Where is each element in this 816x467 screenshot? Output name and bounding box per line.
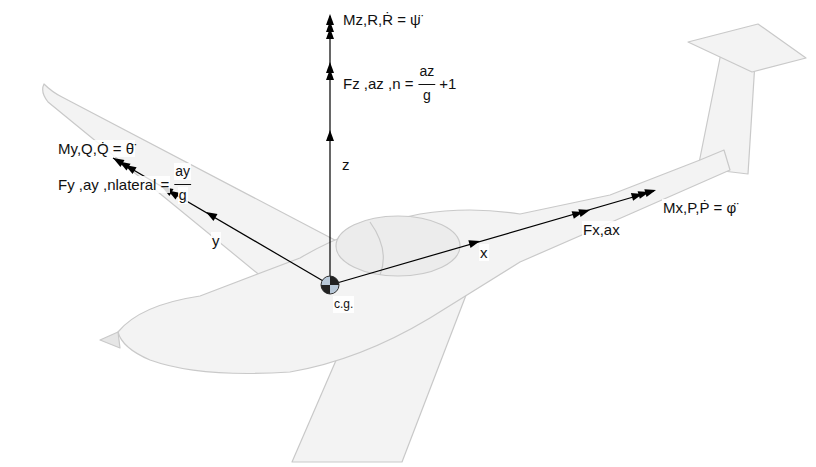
arrow-head bbox=[326, 69, 334, 80]
fraction-bar bbox=[174, 184, 191, 185]
cg-symbol bbox=[321, 276, 339, 294]
moment-label: Mz,R,Ṙ = ψ̈ bbox=[342, 11, 422, 28]
canopy-frame bbox=[370, 222, 383, 275]
far-wing bbox=[43, 84, 350, 282]
arrow-head bbox=[572, 211, 584, 219]
arrow-head bbox=[125, 165, 137, 174]
cg-label: c.g. bbox=[333, 296, 354, 313]
arrow-head bbox=[326, 130, 334, 141]
z-axis bbox=[329, 16, 330, 285]
horizontal-tail bbox=[688, 24, 806, 72]
propeller-spinner bbox=[100, 332, 120, 348]
arrow-head bbox=[326, 28, 334, 39]
arrow-head bbox=[631, 193, 643, 201]
fraction-denominator: g bbox=[178, 187, 188, 204]
moment-label: Mx,P,Ṗ = φ̈ bbox=[662, 199, 737, 216]
force-label: Fx,ax bbox=[582, 221, 621, 238]
canopy bbox=[336, 216, 460, 276]
force-label: +1 bbox=[438, 75, 457, 92]
fuselage bbox=[118, 150, 730, 374]
arrow-head bbox=[206, 212, 218, 221]
force-label: Fz ,az ,n = bbox=[342, 75, 414, 92]
x-axis bbox=[330, 191, 654, 285]
axis-label: z bbox=[341, 156, 351, 173]
fraction-bar bbox=[418, 84, 435, 85]
fraction-numerator: ay bbox=[174, 163, 191, 180]
axis-label: x bbox=[479, 244, 489, 261]
axis-label: y bbox=[211, 232, 221, 249]
fraction-numerator: az bbox=[418, 63, 435, 80]
force-label: Fy ,ay ,nlateral = bbox=[57, 176, 170, 193]
fraction-denominator: g bbox=[422, 87, 432, 104]
moment-label: My,Q,Q̇ = θ̈ bbox=[57, 140, 135, 157]
